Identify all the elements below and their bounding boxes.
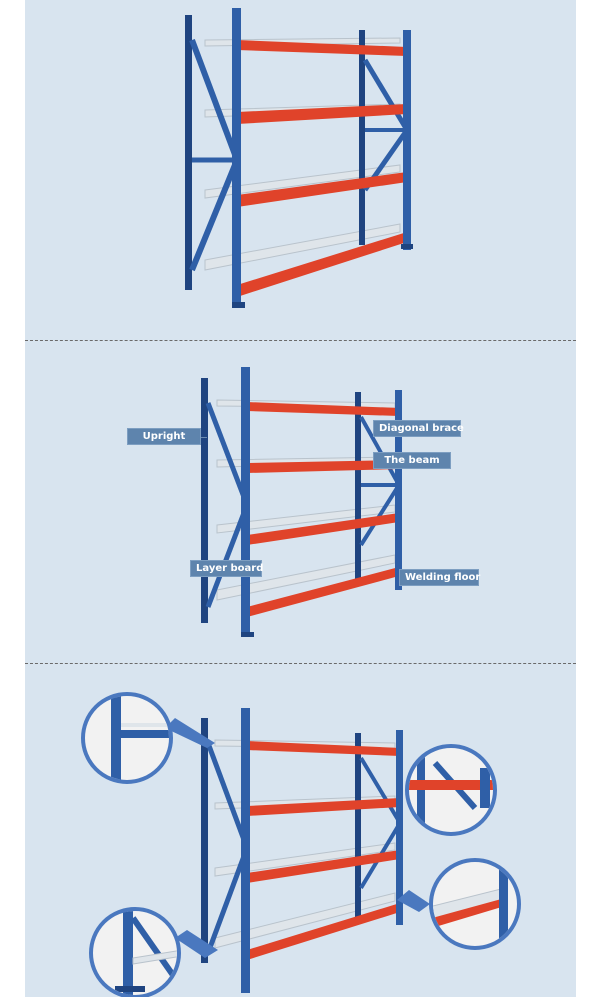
- section-divider-2: [25, 663, 576, 664]
- zoom-pointer-bottom-right: [397, 890, 430, 912]
- callout-layer-board: Layer board: [190, 560, 263, 577]
- section-shelf-parts: Upright Diagonal brace The beam Layer bo…: [25, 345, 576, 663]
- detail-zoom-beam-connection: [405, 744, 497, 836]
- detail-zoom-layer-board: [89, 907, 181, 997]
- zoom-pointer-bottom-left: [175, 930, 218, 958]
- detail-zoom-upright-joint: [81, 692, 173, 784]
- page-background: [25, 0, 576, 997]
- callout-upright: Upright: [127, 428, 201, 445]
- callout-welding-floor: Welding floor: [399, 569, 480, 586]
- callout-diagonal-brace: Diagonal brace: [373, 420, 464, 437]
- shelf-illustration-2: [201, 367, 402, 637]
- detail-zoom-welding-floor: [429, 858, 521, 950]
- section-shelf-overview: [25, 0, 576, 340]
- zoom-pointer-top-left: [165, 718, 215, 748]
- shelf-illustration-3: [81, 692, 521, 997]
- callout-upright-leader: [201, 437, 207, 438]
- callout-the-beam: The beam: [373, 452, 451, 469]
- shelf-rack-detail: [201, 708, 403, 993]
- section-divider-1: [25, 340, 576, 341]
- shelf-rack: [185, 8, 413, 308]
- shelf-rack-labeled: [201, 367, 402, 637]
- section-shelf-details: [25, 668, 576, 997]
- shelf-illustration-1: [185, 8, 413, 308]
